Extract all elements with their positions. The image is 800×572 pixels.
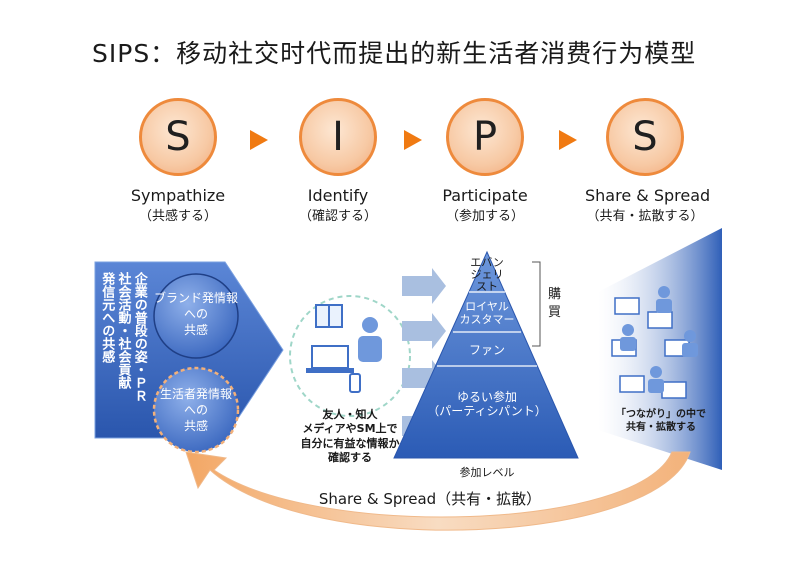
stage-label: Participate — [442, 186, 528, 205]
pyramid-level-loyal: ロイヤル カスタマー — [459, 300, 515, 327]
stage-label: Share & Spread — [585, 186, 711, 205]
stage-circle: S — [606, 98, 684, 176]
stage-sympathize: S Sympathize （共感する） — [118, 98, 238, 224]
stage-label: Identify — [307, 186, 369, 205]
stage-circle: I — [299, 98, 377, 176]
right-network-block — [598, 228, 722, 470]
page-title: SIPS：移动社交时代而提出的新生活者消费行为模型 — [92, 39, 697, 68]
network-caption: 「つながり」の中で 共有・拡散する — [616, 409, 706, 433]
arrow-right-icon — [250, 130, 268, 150]
pyramid-level-evangelist: エバン ジェリ スト — [470, 256, 504, 294]
stage-share-spread: S Share & Spread （共有・拡散する） — [585, 98, 711, 224]
purchase-label: 購 買 — [548, 287, 562, 321]
stage-circle: P — [446, 98, 524, 176]
book-icon — [315, 304, 343, 328]
arrow-right-icon — [404, 130, 422, 150]
stage-identify: I Identify （確認する） — [278, 98, 398, 224]
consumer-circle-label: 生活者発情報 への 共感 — [159, 387, 232, 434]
stage-circle: S — [139, 98, 217, 176]
stage-sub: （共感する） — [138, 209, 217, 224]
stage-label: Sympathize — [130, 186, 226, 205]
arrow-right-icon — [559, 130, 577, 150]
participation-level-label: 参加レベル — [459, 466, 515, 479]
stage-sub: （共有・拡散する） — [586, 209, 704, 224]
pyramid-level-fan: ファン — [468, 343, 505, 357]
pyramid-level-participant: ゆるい参加 （パーティシパント） — [427, 390, 547, 419]
identify-circle — [289, 295, 411, 417]
network-people-icon — [620, 286, 698, 393]
brand-circle-label: ブランド発情報 への 共感 — [154, 291, 239, 338]
stage-sub: （確認する） — [298, 209, 377, 224]
laptop-icon — [306, 345, 354, 373]
consumer-circle — [152, 366, 240, 454]
stage-participate: P Participate （参加する） — [425, 98, 545, 224]
left-vertical-text: 企業の普段の姿・ＰＲ 社会活動・社会貢献 発信元への共感 — [99, 272, 147, 402]
pyramid — [393, 250, 579, 459]
identify-caption: 友人・知人 メディアやSM上で 自分に有益な情報か 確認する — [300, 408, 400, 464]
share-spread-label: Share & Spread（共有・拡散） — [318, 490, 542, 508]
purchase-bracket — [532, 261, 541, 347]
phone-icon — [349, 373, 361, 393]
stage-sub: （参加する） — [445, 209, 524, 224]
person-icon — [358, 317, 382, 362]
share-spread-arc — [185, 451, 691, 531]
brand-circle — [153, 273, 239, 359]
